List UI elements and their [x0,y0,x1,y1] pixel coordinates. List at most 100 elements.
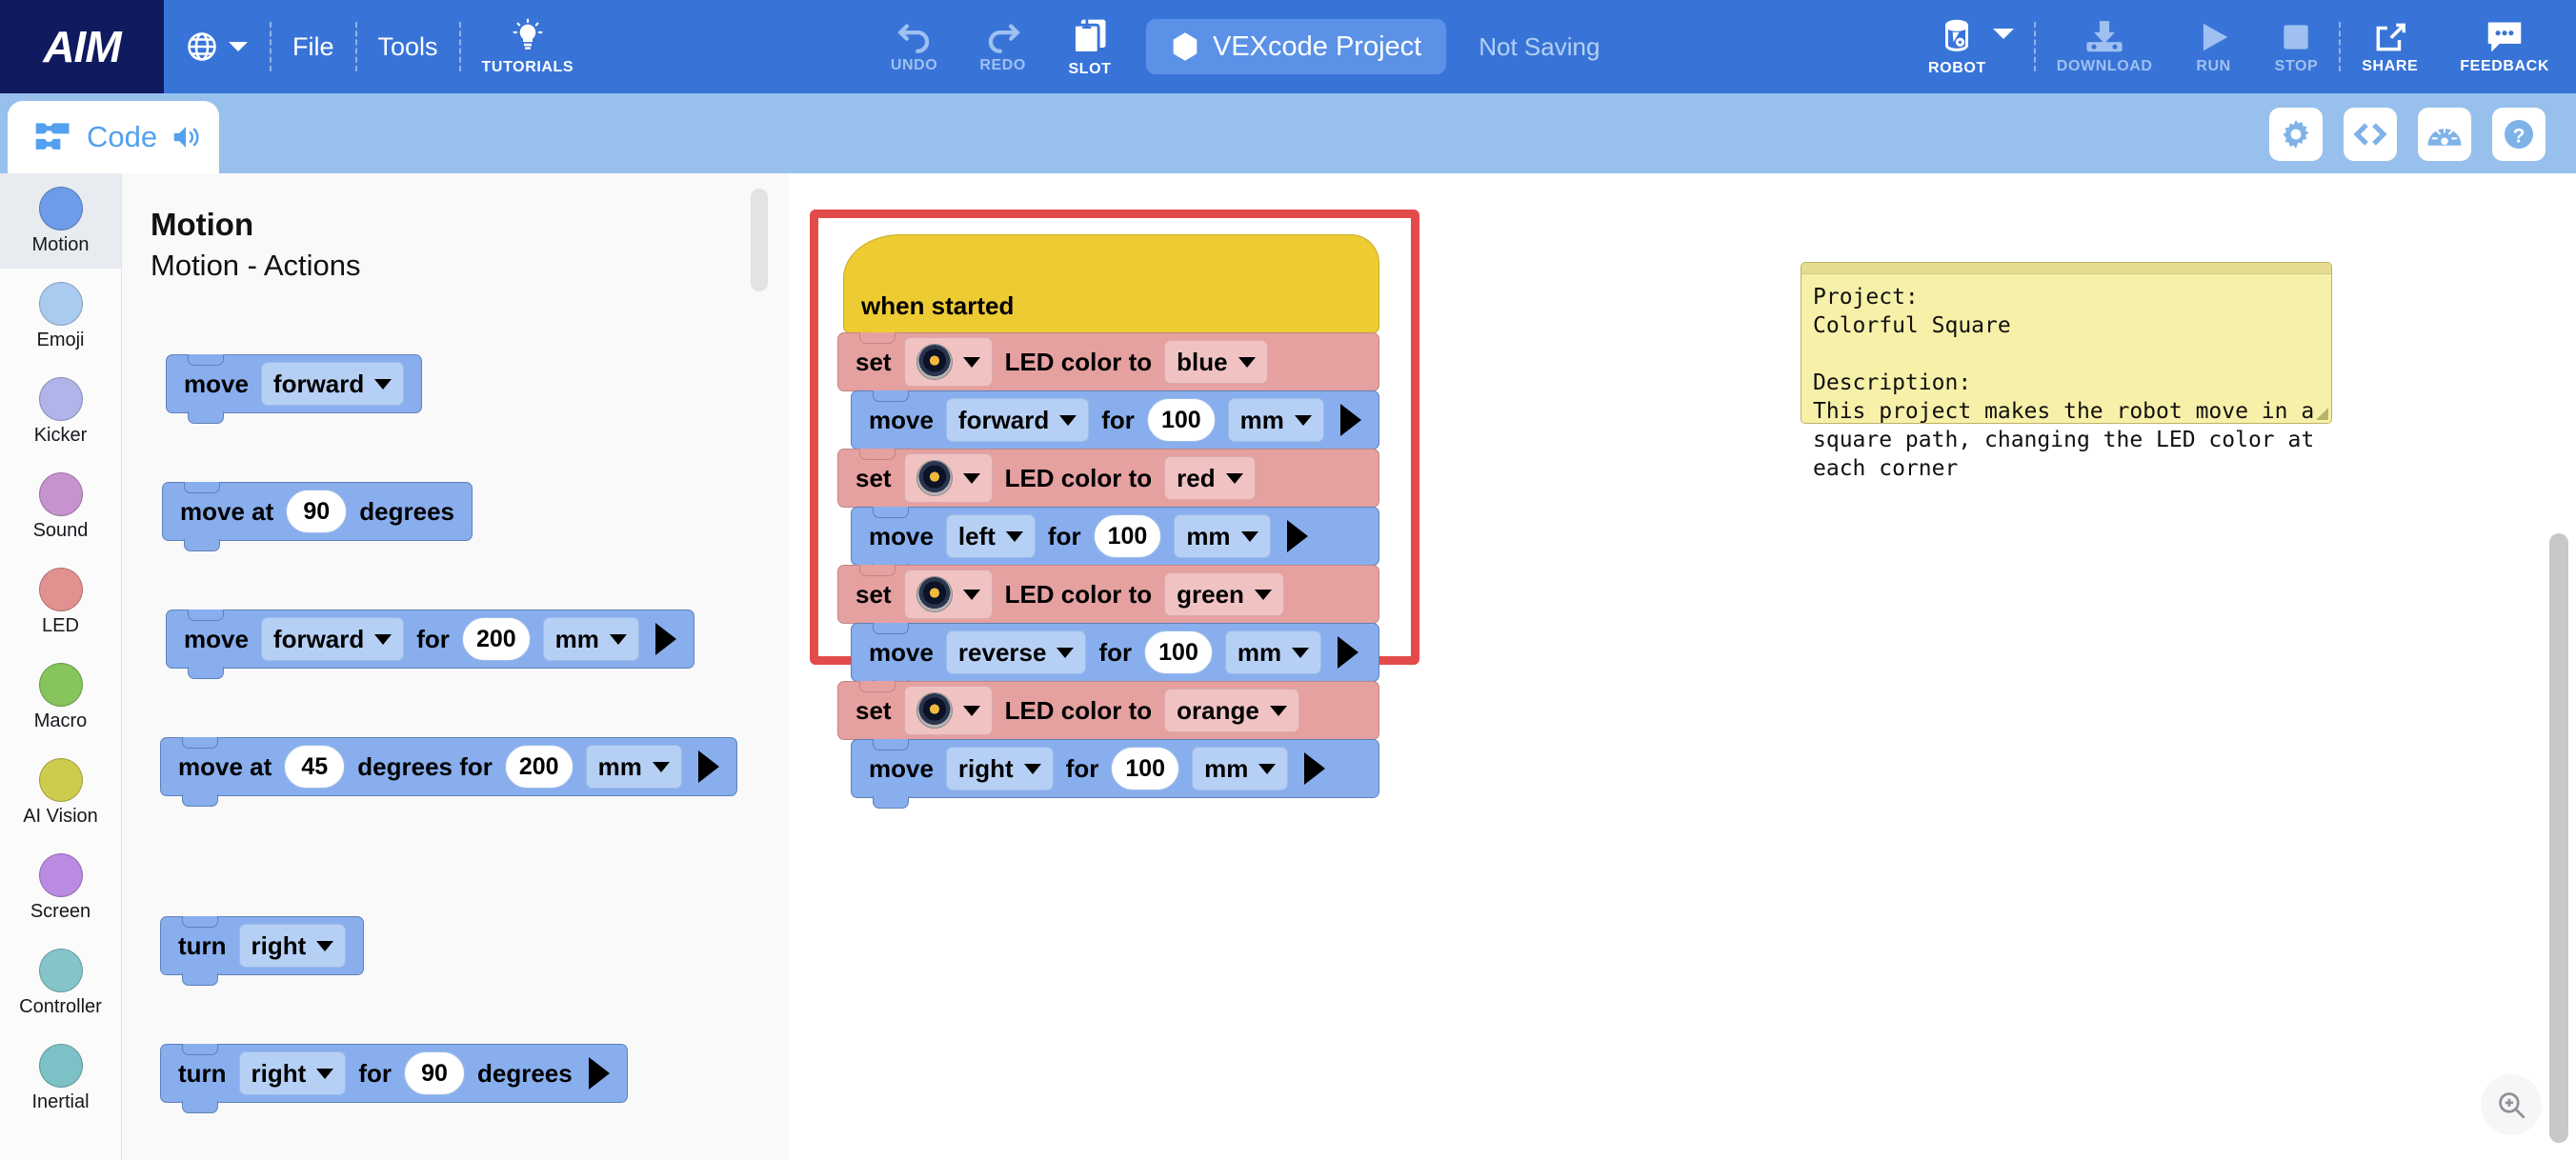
block-number-input[interactable]: 100 [1144,630,1213,674]
block-dropdown[interactable]: mm [542,617,639,661]
block-dropdown[interactable]: right [945,747,1054,790]
block-run-icon[interactable] [588,1057,610,1090]
block-dropdown[interactable]: left [945,514,1036,558]
block-label: set [855,347,892,376]
redo-button[interactable]: REDO [958,0,1047,93]
sidebar-item-led[interactable]: LED [0,554,121,650]
sidebar-item-inertial[interactable]: Inertial [0,1030,121,1126]
block-run-icon[interactable] [1338,636,1359,669]
block-run-icon[interactable] [1339,404,1361,436]
robot-selector[interactable]: ROBOT [1907,0,1992,93]
undo-button[interactable]: UNDO [870,0,959,93]
block-dropdown[interactable]: mm [585,745,682,789]
block-number-input[interactable]: 45 [284,745,346,789]
sidebar-item-ai-vision[interactable]: AI Vision [0,745,121,840]
block-dropdown[interactable]: forward [945,398,1090,442]
block-dropdown[interactable]: mm [1224,630,1322,674]
block-dropdown[interactable]: mm [1174,514,1271,558]
svg-text:?: ? [2513,125,2526,147]
block-dropdown[interactable]: right [238,1051,347,1095]
share-button[interactable]: SHARE [2341,0,2439,93]
note-text[interactable]: Project: Colorful Square Description: Th… [1813,285,2315,481]
workspace-scrollbar-vertical[interactable] [2549,533,2568,1143]
block-number-input[interactable]: 100 [1093,514,1162,558]
block-dropdown[interactable]: forward [260,362,405,406]
tab-code[interactable]: Code [8,101,219,173]
block-number-input[interactable]: 90 [403,1051,465,1095]
block-dropdown[interactable]: orange [1164,689,1299,732]
block-number-input[interactable]: 100 [1111,747,1180,790]
robot-dropdown[interactable] [1992,0,2034,93]
speaker-icon[interactable] [170,123,202,151]
zoom-in-icon[interactable] [2481,1074,2542,1135]
palette-scrollbar[interactable] [751,189,768,291]
code-icon[interactable] [2344,108,2397,161]
block-run-icon[interactable] [1304,752,1326,785]
help-icon[interactable]: ? [2492,108,2546,161]
block-run-icon[interactable] [697,750,719,783]
sidebar-item-controller[interactable]: Controller [0,935,121,1030]
block-dropdown[interactable]: mm [1227,398,1324,442]
chevron-down-icon [1254,589,1272,600]
note-resize-handle[interactable] [2316,408,2328,420]
sidebar-item-sound[interactable]: Sound [0,459,121,554]
sidebar-item-kicker[interactable]: Kicker [0,364,121,459]
block-device-dropdown[interactable] [903,686,993,735]
block-device-dropdown[interactable] [903,453,993,503]
download-button[interactable]: DOWNLOAD [2036,0,2174,93]
script-block-0-hat[interactable]: when started [843,234,1379,344]
slot-selector[interactable]: 1 SLOT [1047,0,1133,93]
dashboard-icon[interactable] [2418,108,2471,161]
project-name-field[interactable]: VEXcode Project [1145,19,1447,74]
project-note[interactable]: Project: Colorful Square Description: Th… [1801,262,2332,481]
block-run-icon[interactable] [654,623,676,655]
block-number-input[interactable]: 90 [286,490,348,533]
block-number-input[interactable]: 200 [461,617,531,661]
block-dropdown[interactable]: forward [260,617,405,661]
block-run-icon[interactable] [1286,520,1308,552]
block-device-dropdown[interactable] [903,337,993,387]
gear-icon[interactable] [2269,108,2323,161]
feedback-button[interactable]: FEEDBACK [2439,0,2576,93]
chevron-down-icon [1292,647,1310,658]
menu-file[interactable]: File [272,0,355,93]
sidebar-item-emoji[interactable]: Emoji [0,269,121,364]
block-dropdown[interactable]: blue [1164,340,1268,384]
language-selector[interactable] [164,0,270,93]
category-color-dot [38,567,83,611]
tutorials-button[interactable]: TUTORIALS [461,0,595,93]
run-button[interactable]: RUN [2174,0,2254,93]
block-device-dropdown[interactable] [903,570,993,619]
sidebar-item-screen[interactable]: Screen [0,840,121,935]
block-dropdown[interactable]: right [238,924,347,968]
menu-tools[interactable]: Tools [357,0,459,93]
block-dropdown[interactable]: reverse [945,630,1087,674]
note-titlebar[interactable] [1801,263,2331,274]
stop-button[interactable]: STOP [2254,0,2340,93]
block-dropdown[interactable]: red [1164,456,1256,500]
block-number-input[interactable]: 200 [504,745,574,789]
block-dropdown[interactable]: green [1164,572,1284,616]
block-dropdown[interactable]: mm [1192,747,1289,790]
sidebar-item-macro[interactable]: Macro [0,650,121,745]
block-number-input[interactable]: 100 [1146,398,1216,442]
sidebar-item-motion[interactable]: Motion [0,173,121,269]
